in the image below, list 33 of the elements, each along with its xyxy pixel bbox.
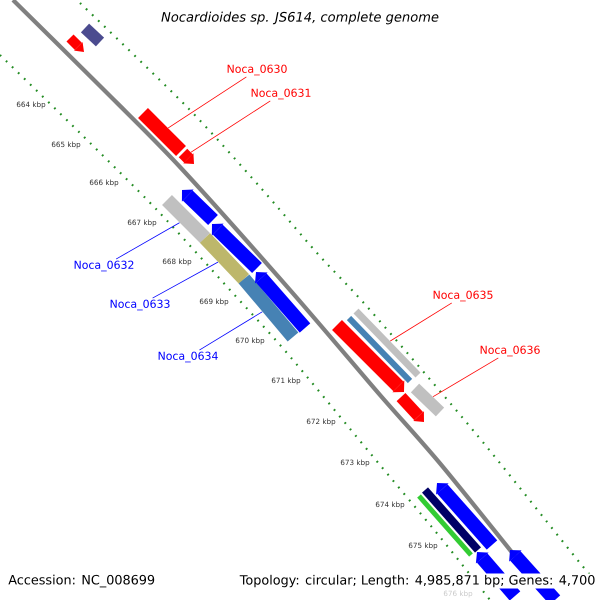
leader-line [152, 262, 218, 298]
gene-bar [422, 487, 481, 553]
leader-line [390, 302, 452, 342]
gene-block [66, 34, 84, 52]
leader-line [168, 76, 247, 128]
gene-bar [200, 233, 250, 284]
gene-label: Noca_0633 [110, 300, 170, 310]
leader-line [190, 100, 271, 153]
footer-text: Topology: circular; Length: 4,985,871 bp; Genes: 4,700 [238, 573, 597, 589]
gene-block [212, 224, 262, 273]
title: Nocardioides sp. JS614, complete genome [161, 12, 438, 24]
gene-bar [162, 195, 210, 243]
gene-bar [410, 384, 444, 416]
gene-block [178, 148, 194, 164]
gene-label: Noca_0631 [252, 88, 310, 100]
gene-block [436, 483, 498, 550]
gene-block [182, 190, 218, 226]
leader-line [432, 358, 499, 398]
gene-label: Noca_0632 [74, 260, 134, 272]
gene-block [396, 392, 424, 422]
gene-bar [138, 108, 186, 156]
gene-bar [354, 308, 421, 378]
gene-label: Noca_0635 [434, 290, 492, 302]
gene-bar [80, 24, 104, 46]
footer-text: Accession: NC_008699 [8, 574, 154, 588]
gene-label: Noca_0630 [228, 64, 287, 76]
gene-bar [346, 316, 412, 384]
gene-block [254, 272, 310, 333]
gene-label: Noca_0634 [158, 352, 218, 362]
leader-line [199, 311, 263, 350]
gene-block [332, 320, 404, 392]
leader-line [116, 222, 180, 260]
gene-label: Noca_0636 [480, 346, 540, 356]
